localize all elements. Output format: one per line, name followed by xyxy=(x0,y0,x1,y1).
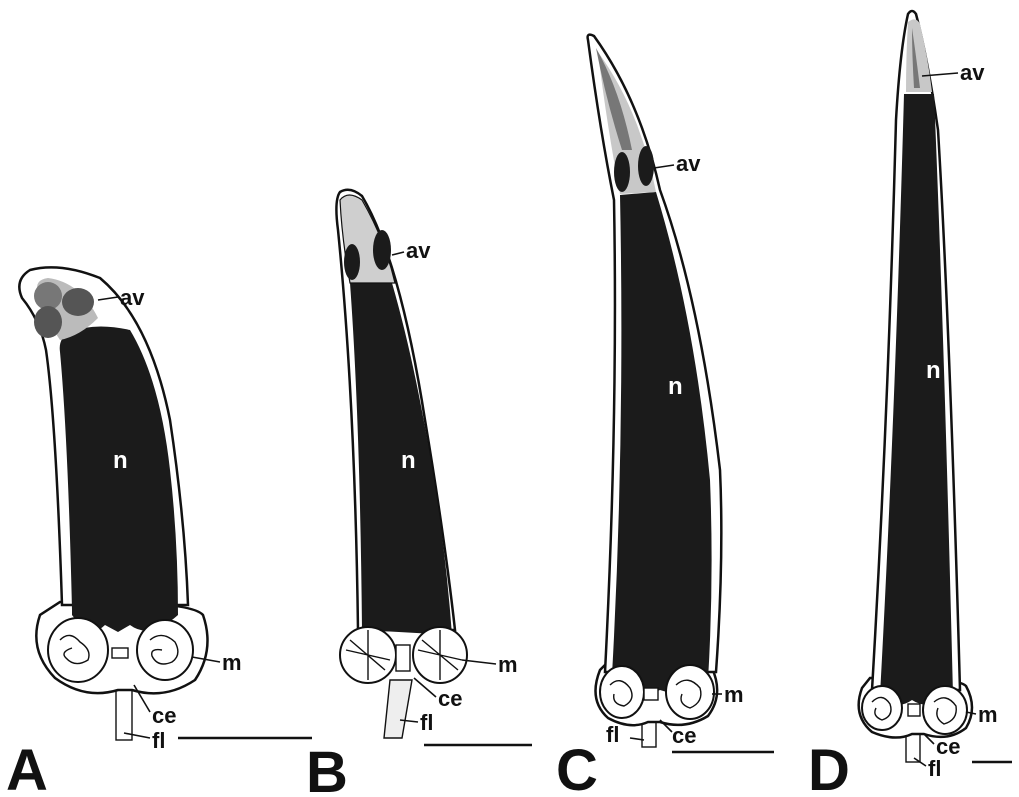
label-av-d: av xyxy=(960,60,985,85)
label-fl-c: fl xyxy=(606,722,619,747)
nucleus-c xyxy=(612,192,712,693)
label-av-a: av xyxy=(120,285,145,310)
panel-letter-b: B xyxy=(306,740,348,797)
label-av-c: av xyxy=(676,151,701,176)
centriole-b xyxy=(396,645,410,671)
panel-d: av n m ce fl D xyxy=(808,11,1012,797)
mitochondrion-c-left xyxy=(600,666,644,718)
centriole-a xyxy=(112,648,128,658)
acrosome-vesicle-a3 xyxy=(34,306,62,338)
acrosome-vesicle-b2 xyxy=(373,230,391,270)
acrosome-vesicle-a2 xyxy=(62,288,94,316)
label-fl-b: fl xyxy=(420,710,433,735)
nucleus-a xyxy=(60,326,178,632)
label-ce-c: ce xyxy=(672,723,696,748)
label-av-b: av xyxy=(406,238,431,263)
mitochondrion-a-right xyxy=(137,620,193,680)
flagellum-b xyxy=(384,680,412,738)
panel-a: av n m ce fl A xyxy=(6,267,312,797)
label-m-b: m xyxy=(498,652,518,677)
label-fl-a: fl xyxy=(152,728,165,753)
acrosome-vesicle-c2 xyxy=(638,146,654,186)
acrosome-vesicle-c1 xyxy=(614,152,630,192)
label-n-c: n xyxy=(668,373,683,400)
mitochondrion-d-right xyxy=(923,686,967,734)
panel-c: av n m ce fl C xyxy=(556,35,774,797)
mitochondrion-a-left xyxy=(48,618,108,682)
label-ce-a: ce xyxy=(152,703,176,728)
label-n-b: n xyxy=(401,447,416,474)
label-n-a: n xyxy=(113,447,128,474)
label-m-d: m xyxy=(978,702,998,727)
panel-letter-c: C xyxy=(556,738,598,797)
centriole-c xyxy=(644,688,658,700)
label-n-d: n xyxy=(926,357,941,384)
mitochondrion-d-left xyxy=(862,686,902,730)
mitochondrion-c-right xyxy=(666,665,714,719)
label-ce-b: ce xyxy=(438,686,462,711)
panel-letter-d: D xyxy=(808,738,850,797)
acrosome-vesicle-a1 xyxy=(34,282,62,310)
label-m-a: m xyxy=(222,650,242,675)
acrosome-vesicle-b1 xyxy=(344,244,360,280)
centriole-d xyxy=(908,704,920,716)
panel-b: av n m ce fl B xyxy=(306,190,532,797)
panel-letter-a: A xyxy=(6,738,48,797)
label-m-c: m xyxy=(724,682,744,707)
label-fl-d: fl xyxy=(928,756,941,781)
